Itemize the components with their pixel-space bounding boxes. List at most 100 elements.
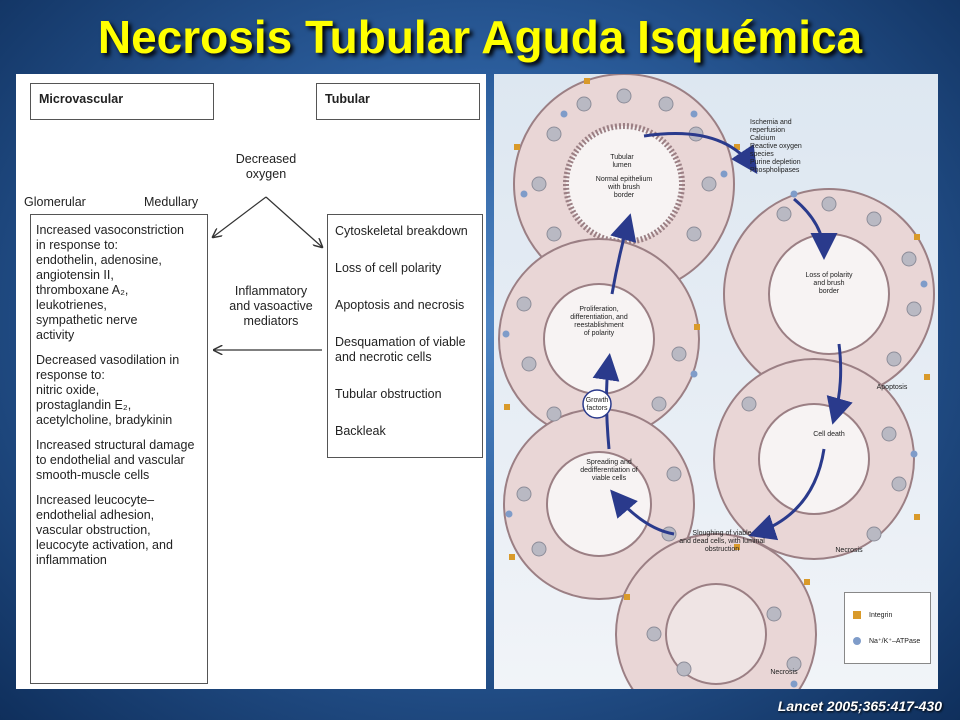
integrin-markers [504, 78, 930, 600]
tubular-injury-illustration: Tubular lumen Normal epithelium with bru… [494, 74, 938, 689]
label-line: Ischemia and [750, 119, 792, 126]
apoptosis-label: Apoptosis [876, 384, 908, 391]
mv-line: Increased vasoconstriction [36, 223, 184, 237]
microvascular-header-label: Microvascular [39, 92, 124, 106]
label-line: differentiation, and [570, 314, 628, 321]
decreased-oxygen-line: Decreased [235, 152, 297, 166]
mv-line: Decreased vasodilation in [36, 353, 180, 367]
tubule-sloughing [615, 533, 817, 689]
arrow-loss-polarity [793, 197, 838, 260]
mv-item: Increased leucocyte– endothelial adhesio… [36, 493, 194, 568]
mv-line: response to: [36, 368, 105, 382]
label-line: Calcium [750, 135, 776, 142]
label-line: Purine depletion [750, 159, 801, 166]
tubule-normal [513, 74, 735, 295]
label-line: Reactive oxygen [750, 143, 802, 150]
decreased-oxygen-label: Decreased oxygen [228, 152, 304, 182]
microvascular-box: Increased vasoconstriction in response t… [30, 214, 208, 684]
arrow-normal [610, 213, 637, 295]
label-line: obstruction [704, 546, 740, 553]
tubule-proliferation [498, 238, 700, 440]
label-line: factors [586, 405, 608, 412]
tubular-item: Apoptosis and necrosis [335, 298, 465, 312]
legend-integrin-label: Integrin [869, 612, 893, 619]
mv-line: angiotensin II, [36, 268, 114, 282]
spreading-label: Spreading and dedifferentiation of viabl… [574, 459, 644, 483]
atpase-markers [502, 110, 928, 688]
mv-line: activity [36, 328, 75, 342]
inflammatory-line: Inflammatory [234, 284, 308, 298]
microvascular-group: Increased vasoconstriction in response t… [36, 223, 194, 568]
label-line: Normal epithelium [595, 176, 653, 183]
label-line: Proliferation, [579, 306, 619, 313]
label-line: Tubular [610, 154, 634, 161]
mv-line: endothelin, adenosine, [36, 253, 162, 267]
mv-line: thromboxane A₂, [36, 283, 129, 297]
label-line: species [750, 151, 774, 158]
arrow-to-microvascular [213, 196, 267, 237]
label-line: viable cells [591, 475, 627, 482]
necrosis-label-1: Necrosis [835, 547, 863, 554]
mv-line: Increased leucocyte– [36, 493, 155, 507]
label-line: Sloughing of viable [692, 530, 752, 537]
growth-factors-label: Growth factors [583, 397, 611, 413]
flow-arrows [16, 196, 486, 689]
label-line: lumen [612, 162, 632, 169]
growth-factors-circle [582, 389, 612, 419]
label-line: Phospholipases [750, 167, 800, 174]
label-line: of polarity [583, 330, 615, 337]
mv-item: Decreased vasodilation in response to: n… [36, 353, 194, 428]
necrosis-label-2: Necrosis [770, 669, 798, 676]
atpase-icon [853, 637, 861, 645]
microvascular-header: Microvascular [30, 83, 214, 120]
decreased-oxygen-line: oxygen [245, 167, 287, 181]
label-line: border [613, 192, 635, 199]
label-line: Loss of polarity [805, 272, 853, 279]
tubule-cell-death [713, 358, 915, 560]
sloughing-label: Sloughing of viable and dead cells, with… [672, 530, 772, 554]
cell-death-label: Cell death [813, 431, 845, 438]
citation: Lancet 2005;365:417-430 [777, 698, 942, 714]
mv-line: prostaglandin E₂, [36, 398, 132, 412]
mv-line: acetylcholine, bradykinin [36, 413, 173, 427]
mv-item: Increased vasoconstriction in response t… [36, 223, 194, 343]
mv-item: Increased structural damage to endotheli… [36, 438, 194, 483]
normal-epithelium-label: Normal epithelium with brush border [589, 176, 659, 200]
arrow-cell-death [826, 343, 853, 425]
mv-line: sympathetic nerve [36, 313, 138, 327]
inflammatory-mediators-label: Inflammatory and vasoactive mediators [221, 284, 321, 329]
mv-line: leukotrienes, [36, 298, 107, 312]
medullary-label: Medullary [144, 195, 199, 209]
tubular-item: Backleak [335, 424, 386, 438]
loss-polarity-label: Loss of polarity and brush border [794, 272, 864, 296]
inflammatory-line: mediators [243, 314, 299, 328]
integrin-icon [853, 611, 861, 619]
mv-line: inflammation [36, 553, 107, 567]
tubule-loss-polarity [723, 188, 935, 400]
label-line: and dead cells, with luminal [679, 538, 765, 545]
tubular-item: Tubular obstruction [335, 387, 442, 401]
tubule-spreading [503, 408, 695, 600]
label-line: reestablishment [574, 322, 624, 329]
tubular-header-label: Tubular [325, 92, 370, 106]
ischemia-label: Ischemia and reperfusion Calcium Reactiv… [750, 119, 810, 175]
glomerular-label: Glomerular [24, 195, 86, 209]
label-line: and brush [813, 280, 845, 287]
arrow-ischemia [643, 132, 758, 174]
legend-key: Integrin Na⁺/K⁺–ATPase [844, 592, 931, 664]
arrow-to-tubular [265, 196, 322, 247]
tubular-item: Loss of cell polarity [335, 261, 442, 275]
tubular-header: Tubular [316, 83, 480, 120]
label-line: Growth [585, 397, 609, 404]
mv-line: vascular obstruction, [36, 523, 151, 537]
cell-nuclei [516, 88, 922, 677]
label-line: border [818, 288, 840, 295]
label-line: Spreading and [586, 459, 632, 466]
tubular-box: Cytoskeletal breakdown Loss of cell pola… [327, 214, 483, 458]
pathophysiology-diagram: Microvascular Tubular Decreased oxygen G… [16, 74, 486, 689]
cycle-arrows [592, 132, 853, 541]
mv-line: endothelial adhesion, [36, 508, 155, 522]
label-line: with brush [608, 184, 640, 191]
tubular-group: Cytoskeletal breakdown Loss of cell pola… [335, 224, 481, 461]
legend-atpase-label: Na⁺/K⁺–ATPase [869, 638, 921, 645]
